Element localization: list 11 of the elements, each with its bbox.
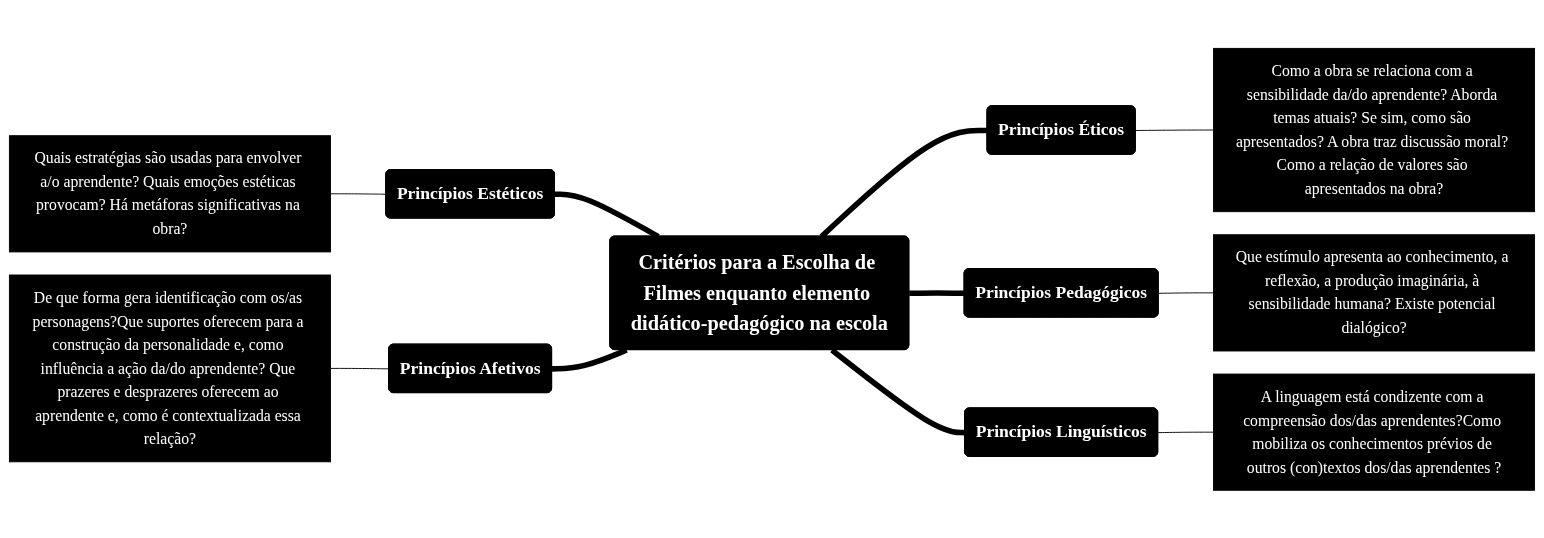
node-box: Que estímulo apresenta ao conhecimento, a reflexão, a produção imaginária, à sensibilidade humana? Existe potencial dialógico?: [1213, 233, 1536, 352]
connector: [1158, 292, 1214, 294]
node-box: A linguagem está condizente com a compreensão dos/das aprendentes?Como mobiliza os conhecimentos prévios de outros (con)textos dos/das aprendentes ?: [1213, 373, 1536, 491]
node-box: Quais estratégias são usadas para envolver a/o aprendente? Quais emoções estéticas provocam? Há metáforas significativas na obra?: [8, 134, 331, 253]
connector: [330, 367, 390, 369]
node-box: De que forma gera identificação com os/as personagens?Que suportes oferecem para a construção da personalidade e, como influência a ação da/do aprendente? Que prazeres e desprazeres oferecem ao aprendente e, como é contextualizada essa relação?: [8, 274, 331, 462]
connector: [1157, 431, 1214, 433]
connector: [1135, 129, 1214, 131]
connector: [909, 289, 965, 296]
node-box: Como a obra se relaciona com a sensibilidade da/do aprendente? Aborda temas atuais? Se sim, como são apresentados? A obra traz discussão moral? Como a relação de valores são apresentados na obra?: [1213, 47, 1536, 212]
connector: [330, 193, 387, 195]
